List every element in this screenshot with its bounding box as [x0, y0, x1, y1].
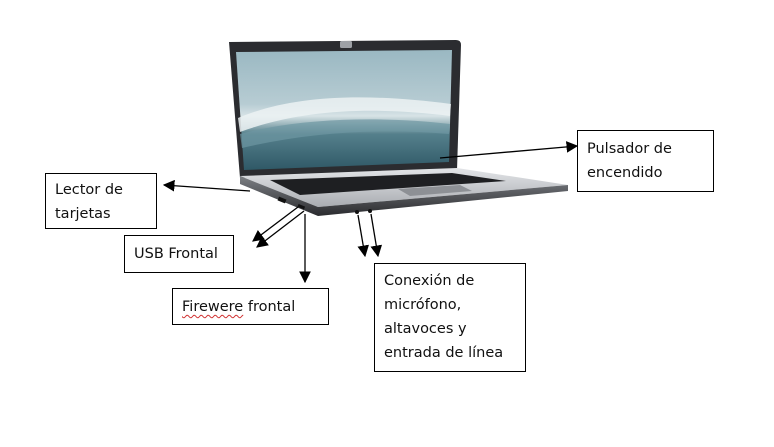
- arrow-conexion-1: [357, 214, 369, 258]
- label-rest: frontal: [243, 299, 296, 315]
- base-front: [240, 176, 568, 216]
- screen-wave: [238, 97, 451, 132]
- arrow-conexion-2: [370, 213, 383, 258]
- label-line: Conexión de: [384, 273, 475, 289]
- label-firewire-frontal: Firewere frontal: [172, 288, 329, 325]
- audio-jack-out: [368, 209, 372, 213]
- label-line: Lector de: [55, 182, 123, 198]
- arrow-pulsador: [439, 141, 579, 159]
- keyboard: [270, 173, 506, 195]
- audio-jack-mic: [355, 210, 359, 214]
- label-lector-de-tarjetas: Lector de tarjetas: [45, 173, 157, 229]
- callout-arrows: [162, 141, 579, 284]
- label-usb-frontal: USB Frontal: [124, 235, 234, 273]
- label-line: entrada de línea: [384, 345, 504, 361]
- label-conexion-audio: Conexión de micrófono, altavoces y entra…: [374, 263, 526, 372]
- label-line: altavoces y: [384, 321, 467, 337]
- label-pulsador-de-encendido: Pulsador de encendido: [577, 130, 714, 192]
- label-line: micrófono,: [384, 297, 462, 313]
- arrow-usb-1: [252, 206, 299, 242]
- label-line: Firewere frontal: [182, 295, 319, 319]
- firewire-port: [297, 203, 306, 210]
- label-line: encendido: [587, 165, 663, 181]
- label-line: USB Frontal: [134, 246, 218, 262]
- label-line: Pulsador de: [587, 141, 672, 157]
- touchpad: [398, 185, 472, 196]
- usb-port: [277, 196, 287, 204]
- arrow-usb-2: [256, 210, 305, 248]
- laptop-lid: [229, 40, 461, 178]
- arrow-lector: [162, 179, 251, 192]
- label-line: tarjetas: [55, 206, 111, 222]
- hp-logo-icon: [340, 41, 352, 48]
- misspelled-word: Firewere: [182, 299, 244, 315]
- screen-wave-2: [240, 119, 450, 148]
- laptop-base: [240, 168, 568, 216]
